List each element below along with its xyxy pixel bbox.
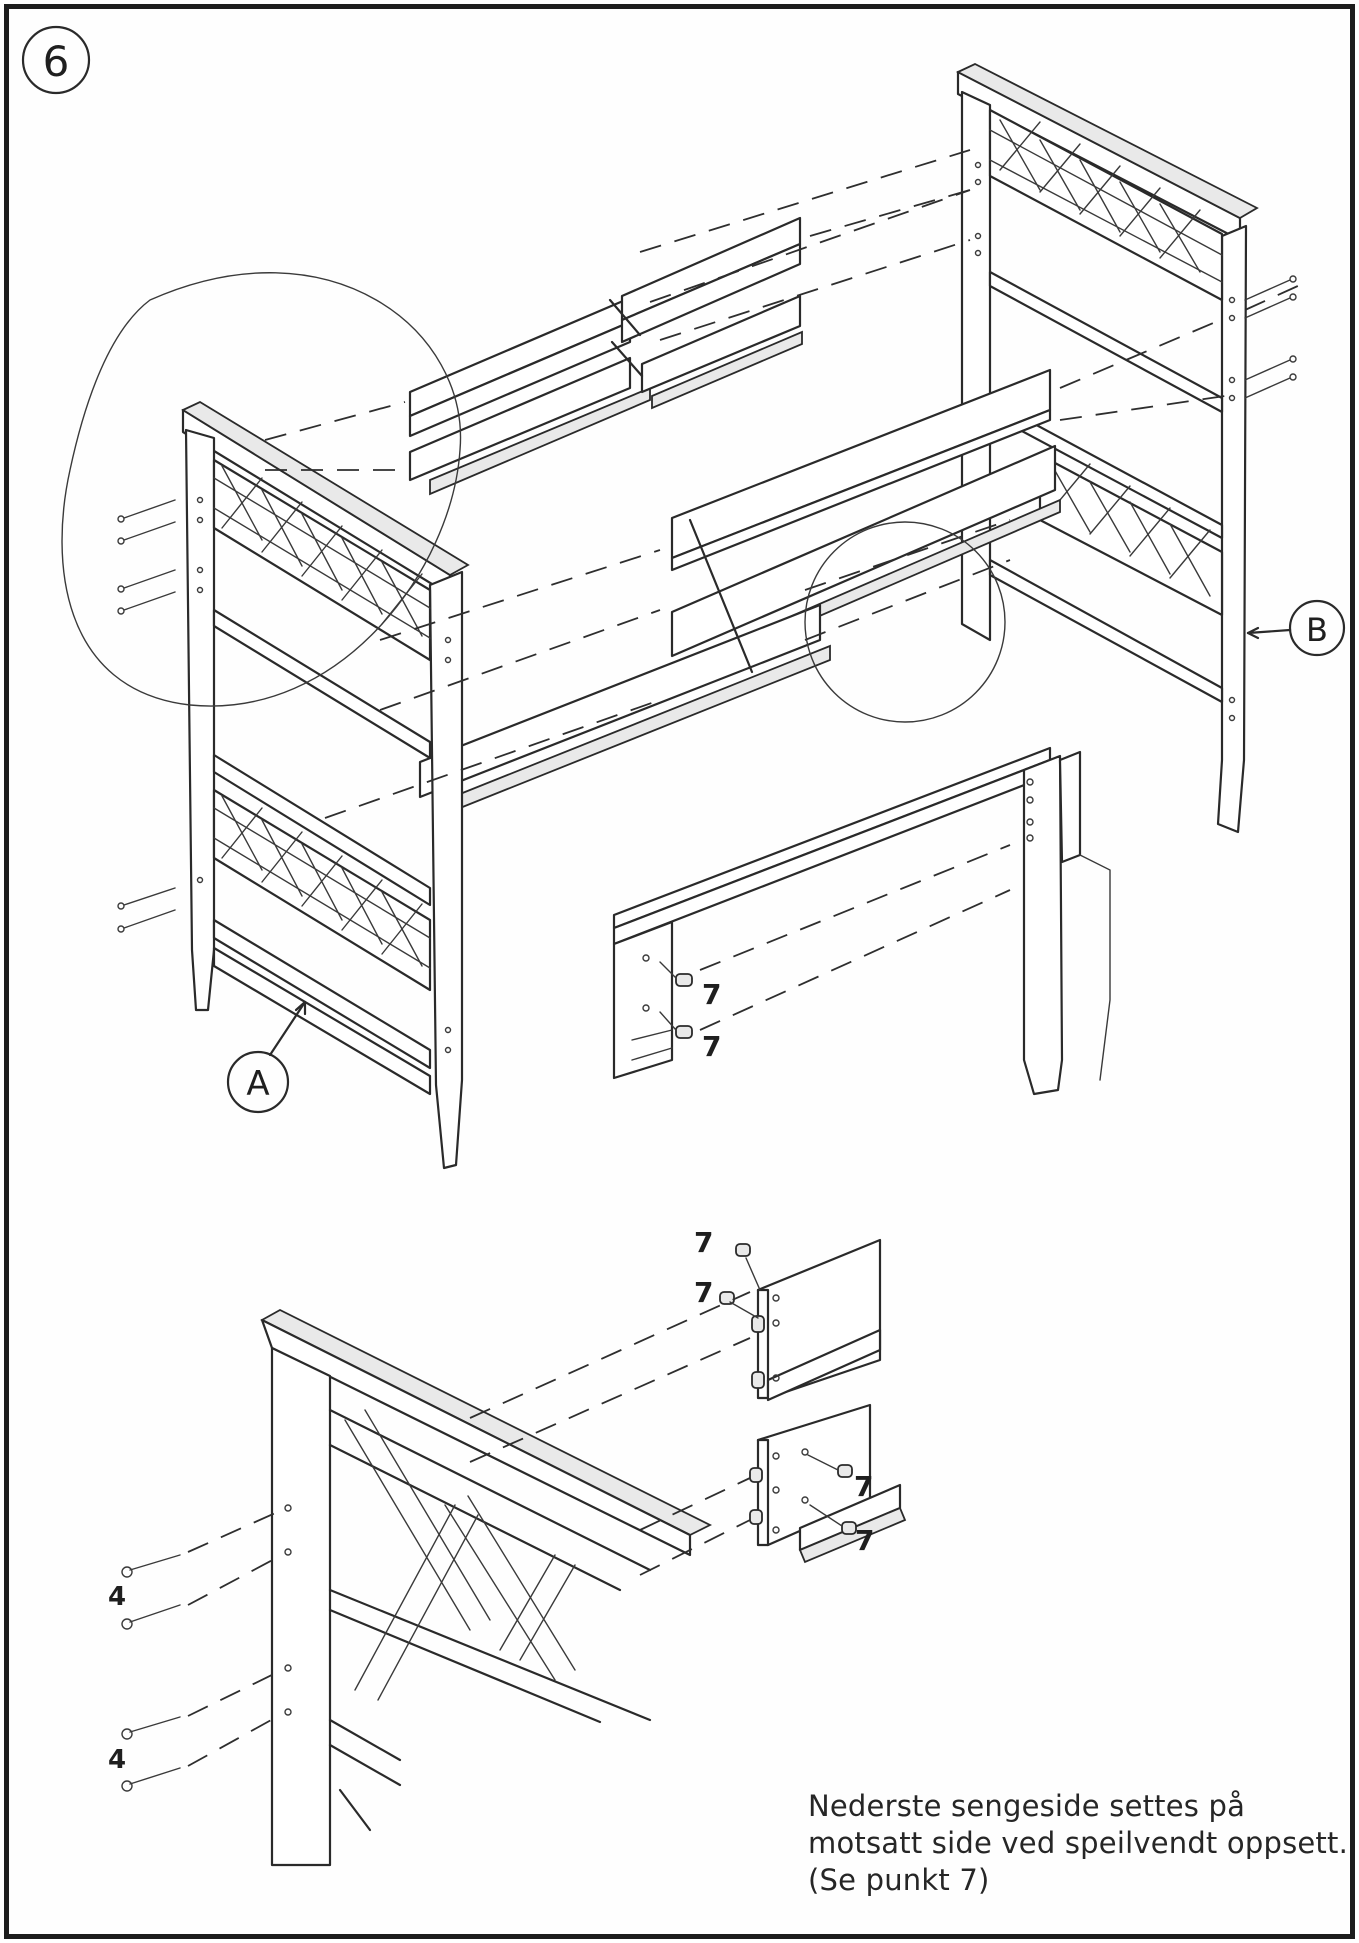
dowel-label-lower-3: 7 — [854, 1470, 873, 1503]
step-number: 6 — [43, 37, 70, 86]
bottom-detail: 4 4 7 7 7 7 — [108, 1226, 907, 1867]
dowel-label-upper-1: 7 — [702, 978, 721, 1011]
callout-b-label: B — [1306, 611, 1328, 649]
note-line-2: motsatt side ved speilvendt oppsett. — [808, 1826, 1348, 1860]
upper-side-rails — [408, 216, 1061, 814]
step-badge: 6 — [21, 25, 91, 95]
headboard-b: B — [955, 62, 1346, 834]
screw-qty-label-1: 4 — [108, 1582, 126, 1612]
upper-alignment-lines — [264, 149, 1301, 819]
middle-detail: 7 7 — [612, 746, 1111, 1096]
note-line-1: Nederste sengeside settes på — [808, 1789, 1246, 1823]
assembly-note: Nederste sengeside settes på motsatt sid… — [808, 1788, 1348, 1899]
headboard-a: A — [117, 400, 470, 1170]
dowel-label-lower-4: 7 — [855, 1524, 874, 1557]
dowel-label-lower-2: 7 — [694, 1276, 713, 1309]
dowel-label-upper-2: 7 — [702, 1030, 721, 1063]
dowel-label-lower-1: 7 — [694, 1226, 713, 1259]
screw-qty-label-2: 4 — [108, 1745, 126, 1775]
callout-a-label: A — [246, 1064, 269, 1104]
note-line-3: (Se punkt 7) — [808, 1863, 990, 1897]
detail-zoom-circles — [61, 272, 1006, 723]
